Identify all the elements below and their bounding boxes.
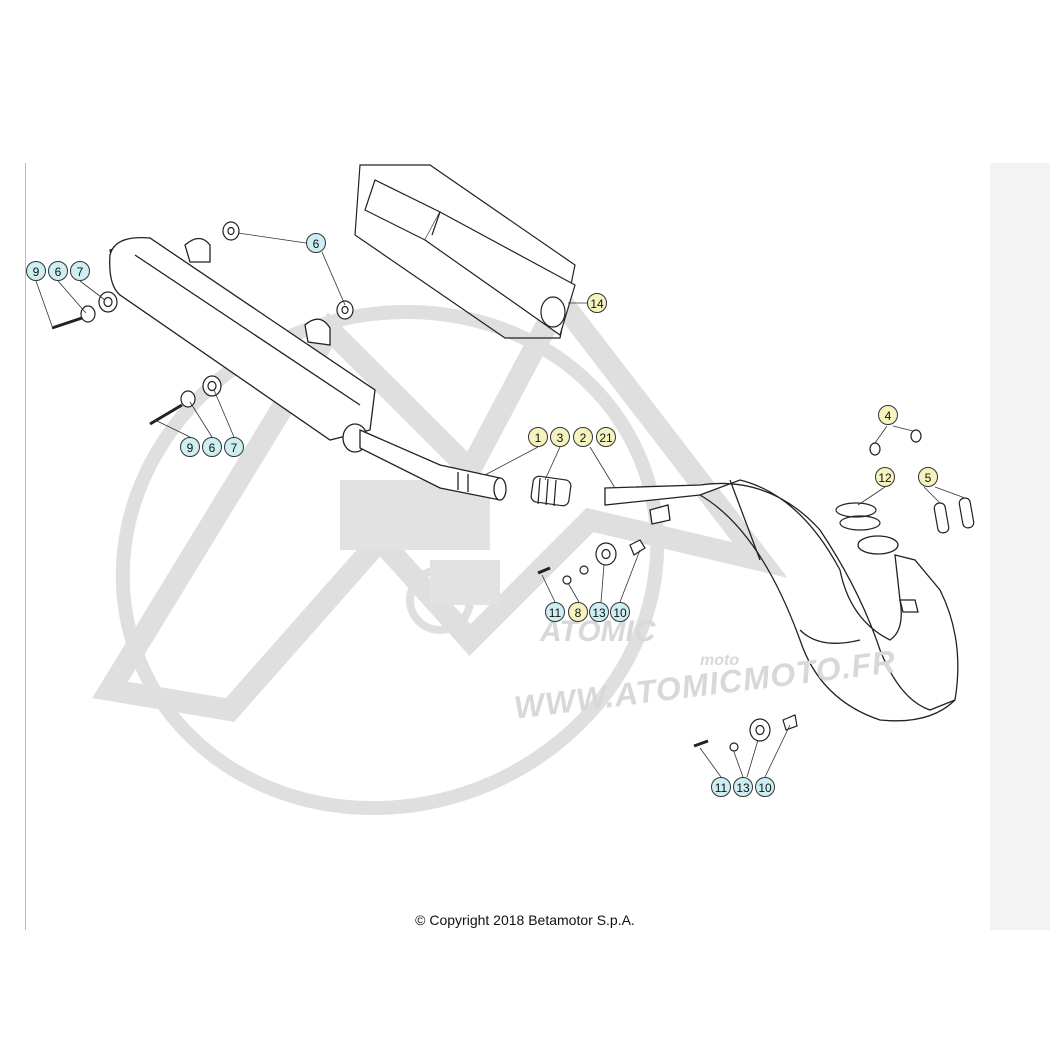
callout-10: 10	[755, 777, 775, 797]
callout-4: 4	[878, 405, 898, 425]
callout-6: 6	[48, 261, 68, 281]
callout-8: 8	[568, 602, 588, 622]
silencer	[109, 236, 507, 501]
callout-9: 9	[26, 261, 46, 281]
frame-left-border	[25, 163, 26, 930]
callout-7: 7	[224, 437, 244, 457]
frame-right-panel	[990, 163, 1050, 930]
callout-10: 10	[610, 602, 630, 622]
leader-lines	[35, 232, 966, 778]
callout-7: 7	[70, 261, 90, 281]
watermark-dots	[340, 480, 500, 605]
callout-13: 13	[589, 602, 609, 622]
callout-9: 9	[180, 437, 200, 457]
packing-kit	[354, 164, 576, 339]
callout-3: 3	[550, 427, 570, 447]
copyright-notice: © Copyright 2018 Betamotor S.p.A.	[415, 912, 635, 928]
callout-21: 21	[596, 427, 616, 447]
callout-6: 6	[202, 437, 222, 457]
callout-13: 13	[733, 777, 753, 797]
callout-5: 5	[918, 467, 938, 487]
callout-6: 6	[306, 233, 326, 253]
callout-11: 11	[545, 602, 565, 622]
callout-12: 12	[875, 467, 895, 487]
callout-1: 1	[528, 427, 548, 447]
callout-11: 11	[711, 777, 731, 797]
callout-2: 2	[573, 427, 593, 447]
expansion-chamber	[604, 479, 959, 722]
watermark-logo	[92, 279, 788, 816]
watermark-logo-sub: moto	[700, 652, 740, 669]
sleeve-part	[530, 475, 572, 507]
callout-14: 14	[587, 293, 607, 313]
small-parts	[51, 221, 975, 752]
